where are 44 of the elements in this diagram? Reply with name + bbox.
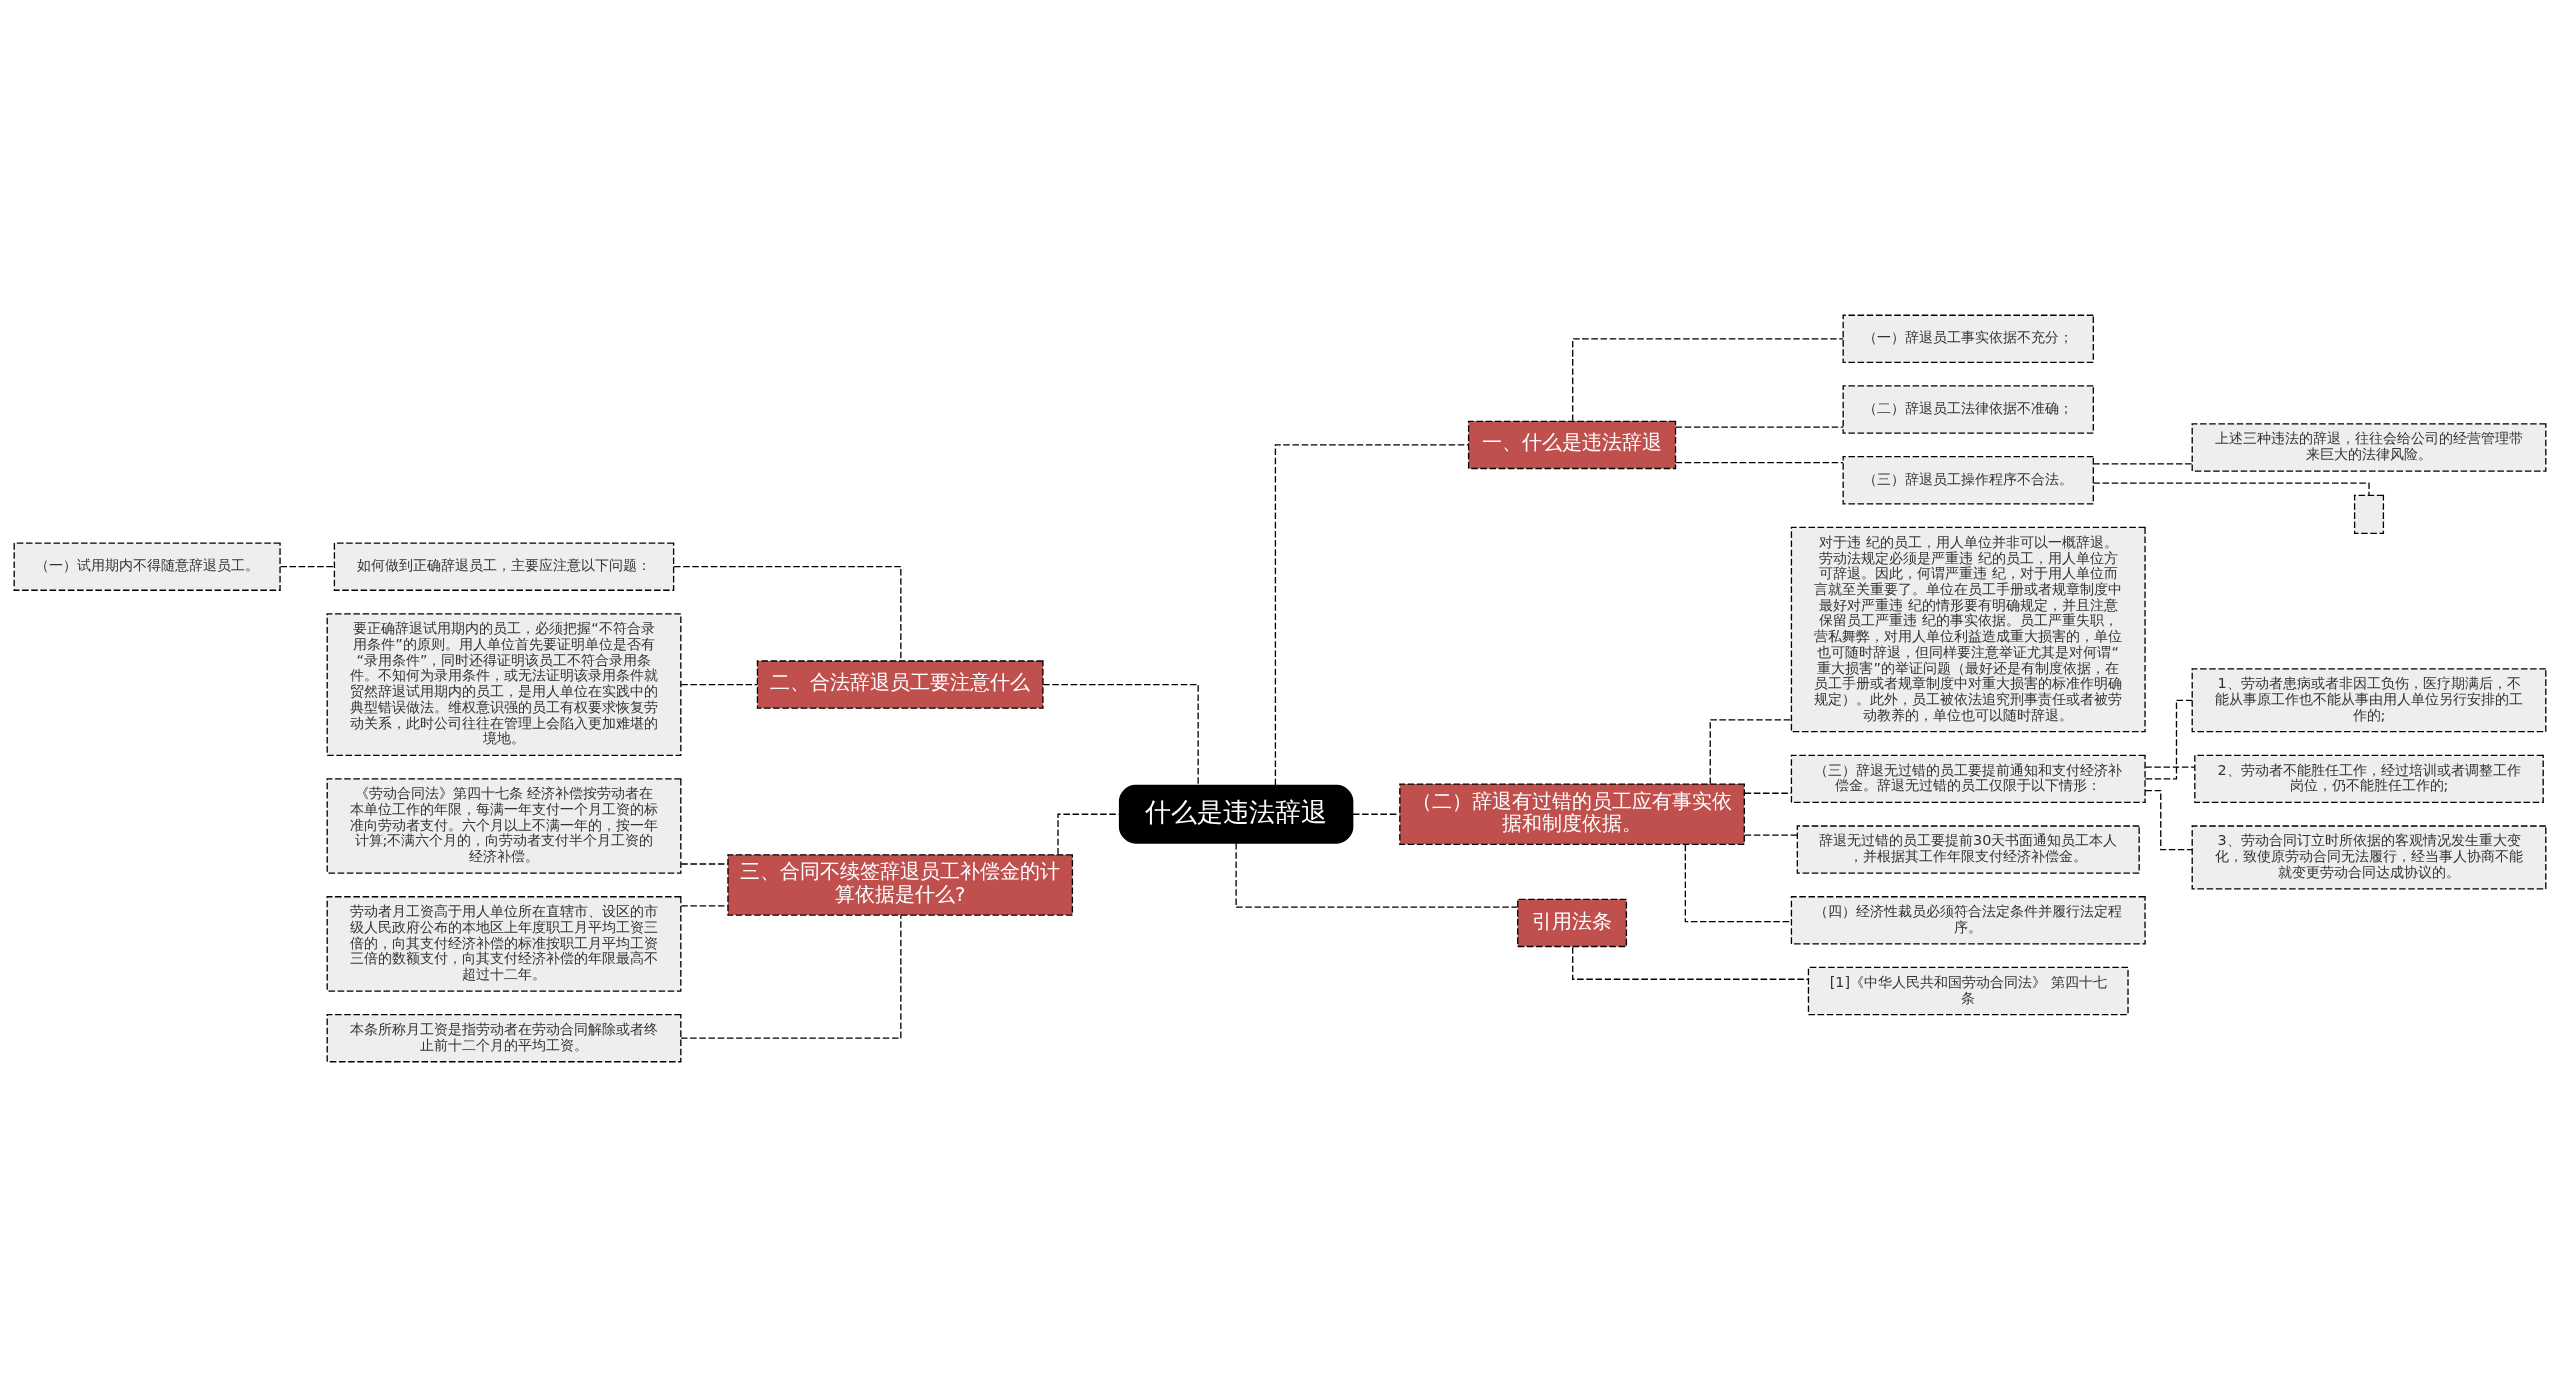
connector [1572,946,1809,980]
node-box: （一）辞退员工事实依据不充分； [1842,314,2094,364]
node-box: 2、劳动者不能胜任工作，经过培训或者调整工作岗位，仍不能胜任工作的; [2194,754,2544,804]
node-box: 要正确辞退试用期内的员工，必须把握“不符合录用条件”的原则。用人单位首先要证明单位是否有“录用条件”，同时还得证明该员工不符合录用条件。不知何为录用条件，或无法证明该录用条件就贸然辞退试用期内的员工，是用人单位在实践中的典型错误做法。维权意识强的员工有权要求恢复劳动关系，此时公司往往在管理上会陷入更加难堪的境地。 [326,613,682,756]
node-box [2353,494,2385,534]
node-box: [1]《中华人民共和国劳动合同法》 第四十七条 [1807,966,2129,1016]
connector [279,566,335,568]
node-box: （三）辞退无过错的员工要提前通知和支付经济补偿金。辞退无过错的员工仅限于以下情形： [1790,754,2146,804]
connector [1572,338,1844,422]
connector [1744,834,1798,836]
node-box: 1、劳动者患病或者非因工负伤，医疗期满后，不能从事原工作也不能从事由用人单位另行安排的工作的; [2191,668,2547,733]
node-box: 如何做到正确辞退员工，主要应注意以下问题： [333,542,675,591]
node-box: 《劳动合同法》第四十七条 经济补偿按劳动者在本单位工作的年限，每满一年支付一个月工资的标准向劳动者支付。六个月以上不满一年的，按一年计算;不满六个月的，向劳动者支付半个月工资的经济补偿。 [326,778,682,874]
connector [1674,461,1844,464]
connector [2092,463,2193,465]
node-box: 劳动者月工资高于用人单位所在直辖市、设区的市级人民政府公布的本地区上年度职工月平均工资三倍的，向其支付经济补偿的标准按职工月平均工资三倍的数额支付，向其支付经济补偿的年限最高不超过十二年。 [326,896,682,992]
connector [2092,482,2370,496]
node-box: 辞退无过错的员工要提前30天书面通知员工本人，并根据其工作年限支付经济补偿金。 [1796,825,2140,874]
connector [1235,842,1518,908]
node-box: （二）辞退员工法律依据不准确； [1842,385,2094,434]
node-box: 3、劳动合同订立时所依据的客观情况发生重大变化，致使原劳动合同无法履行，经当事人协商不能就变更劳动合同达成协议的。 [2191,825,2547,890]
node-box: （三）辞退员工操作程序不合法。 [1842,456,2094,505]
connector [1042,683,1199,786]
node-box: （四）经济性裁员必须符合法定条件并履行法定程序。 [1790,896,2146,945]
node-box: 引用法条 [1517,898,1628,948]
node-box: 三、合同不续签辞退员工补偿金的计算依据是什么? [727,854,1074,916]
node-box: 上述三种违法的辞退，往往会给公司的经营管理带来巨大的法律风险。 [2191,423,2547,472]
connector [2144,699,2193,780]
connector [1709,719,1792,785]
node-box: 什么是违法辞退 [1118,784,1354,844]
node-box: 本条所称月工资是指劳动者在劳动合同解除或者终止前十二个月的平均工资。 [326,1013,682,1063]
connector [1674,426,1844,428]
connector [680,905,729,907]
connector [2144,766,2196,768]
node-box: 一、什么是违法辞退 [1467,420,1677,470]
node-box: 对于违 纪的员工，用人单位并非可以一概辞退。劳动法规定必须是严重违 纪的员工，用人单位方可辞退。因此，何谓严重违 纪，对于用人单位而言就至关重要了。单位在员工手册或者规章制度中最好对严重违 纪的情形要有明确规定，并且注意保留员工严重违 纪的事实依据。员工严重失职，营私舞弊，对用人单位利益造成重大损害的，单位也可随时辞退，但同样要注意举证尤其是对何谓“重大损害”的举证问题（最好还是有制度依据，在员工手册或者规章制度中对重大损害的标准作明确规定）。此外，员工被依法追究刑事责任或者被劳动教养的，单位也可以随时辞退。 [1790,526,2146,733]
node-box: （一）试用期内不得随意辞退员工。 [13,542,281,591]
connector [680,914,902,1039]
connector [680,863,729,865]
connector [680,683,758,686]
connector [1274,444,1469,786]
node-box: 二、合法辞退员工要注意什么 [756,660,1044,709]
node-box: （二）辞退有过错的员工应有事实依据和制度依据。 [1399,783,1745,845]
connector [1684,844,1792,923]
